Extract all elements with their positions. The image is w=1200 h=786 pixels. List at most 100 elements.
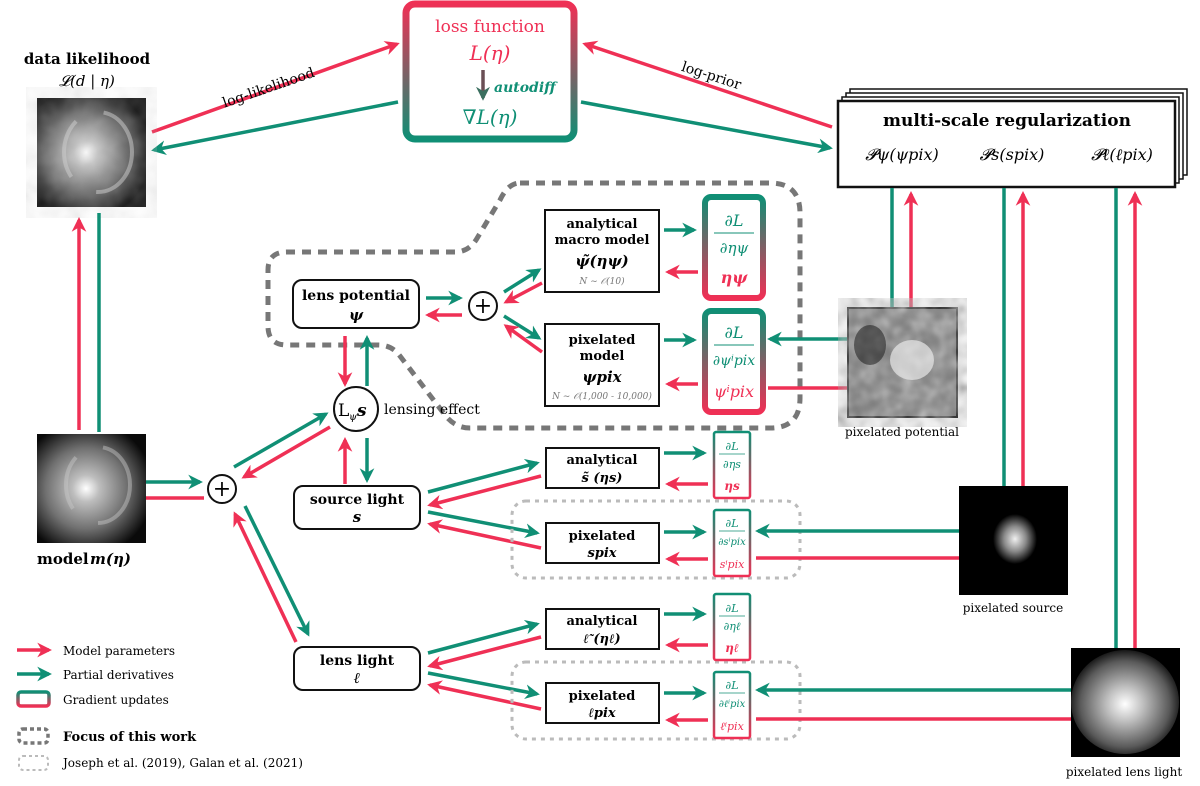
light-dashed-icon	[18, 755, 49, 771]
log-prior-arrow	[582, 40, 833, 129]
prior-work-region-source	[510, 499, 802, 580]
sum-to-lensing-gradient-arrow	[233, 412, 329, 469]
lensing-operator-node: L ψ s	[333, 386, 379, 432]
pixelated-potential-image	[847, 307, 958, 418]
lenslight-to-pixll-gradient-arrow	[427, 671, 540, 699]
prior-gradient-arrow	[580, 100, 833, 154]
model-label: model	[37, 550, 89, 568]
gradient-box-source-pixelated: ∂L ∂sⁱpix sⁱpix	[712, 508, 752, 578]
svg-text:∂L: ∂L	[726, 679, 739, 692]
svg-text:sⁱpix: sⁱpix	[720, 558, 745, 571]
lensing-effect-label: lensing effect	[384, 402, 480, 418]
svg-text:source light: source light	[310, 492, 405, 508]
svg-text:spix: spix	[587, 546, 616, 561]
lenslight-pixelated-box: pixelated ℓpix	[545, 682, 660, 724]
svg-text:ℓ̃ (ηℓ): ℓ̃ (ηℓ)	[583, 632, 620, 647]
source-to-analytic-gradient-arrow	[427, 458, 540, 494]
macro-to-sum-arrow	[503, 281, 543, 304]
svg-text:s: s	[356, 401, 367, 421]
svg-text:L: L	[338, 401, 349, 421]
svg-text:pixelated: pixelated	[569, 333, 636, 348]
svg-text:∂L: ∂L	[725, 323, 744, 342]
svg-text:∂ηψ: ∂ηψ	[720, 239, 749, 257]
loss-function-box: loss function L(η) autodiff ∇L(η)	[402, 0, 578, 143]
svg-text:ℓpix: ℓpix	[588, 706, 616, 721]
prior-term-potential: 𝓟ψ(ψpix)	[865, 145, 939, 164]
legend-item-model-parameters: Model parameters	[17, 642, 175, 658]
svg-text:N ∼ 𝒪(10): N ∼ 𝒪(10)	[578, 276, 625, 287]
pixelated-source-image	[959, 486, 1068, 595]
svg-text:Joseph et al. (2019), Galan et: Joseph et al. (2019), Galan et al. (2021…	[61, 756, 303, 770]
prior-term-source: 𝓟s(spix)	[980, 145, 1045, 164]
svg-text:lens potential: lens potential	[302, 288, 410, 304]
svg-text:pixelated: pixelated	[569, 529, 636, 544]
pixsrc-to-source-arrow	[427, 519, 542, 550]
svg-text:ψ: ψ	[349, 306, 364, 324]
loss-gradient: ∇L(η)	[463, 105, 518, 129]
gradient-box-icon	[16, 690, 51, 708]
svg-text:ηs: ηs	[724, 479, 740, 493]
svg-text:∂L: ∂L	[726, 602, 739, 615]
gradient-box-lenslight-pixelated: ∂L ∂ℓⁱpix ℓⁱpix	[712, 670, 752, 740]
sum-node-potential: +	[468, 291, 498, 321]
svg-text:Partial derivatives: Partial derivatives	[63, 668, 174, 682]
pixll-to-lenslight-arrow	[427, 680, 542, 711]
gradient-box-macro: ∂L ∂ηψ ηψ	[702, 194, 766, 301]
svg-text:macro model: macro model	[555, 233, 650, 248]
model-image	[37, 434, 146, 543]
svg-text:analytical: analytical	[566, 217, 637, 232]
regularization-title: multi-scale regularization	[883, 111, 1131, 131]
lenslight-analytic-box: analytical ℓ̃ (ηℓ)	[545, 608, 660, 650]
svg-text:ψ̃(ηψ): ψ̃(ηψ)	[575, 252, 628, 270]
svg-text:analytical: analytical	[566, 614, 637, 629]
legend-item-prior-work: Joseph et al. (2019), Galan et al. (2021…	[18, 755, 303, 771]
source-analytic-box: analytical s̃ (ηs)	[545, 447, 660, 489]
source-pixelated-box: pixelated spix	[545, 522, 660, 564]
sum-to-pixpot-gradient-arrow	[503, 314, 542, 340]
autodiff-label: autodiff	[494, 80, 558, 96]
svg-text:Model parameters: Model parameters	[63, 644, 175, 658]
svg-text:ℓⁱpix: ℓⁱpix	[720, 720, 744, 733]
lensing-to-sum-arrow	[241, 425, 331, 479]
svg-text:ψpix: ψpix	[582, 368, 622, 386]
svg-text:∂L: ∂L	[726, 517, 739, 530]
loss-expression: L(η)	[469, 41, 511, 65]
observed-data-image	[37, 98, 146, 207]
svg-text:∂sⁱpix: ∂sⁱpix	[718, 537, 746, 548]
lens-light-to-sum-arrow	[233, 511, 298, 643]
log-likelihood-arrow	[151, 41, 400, 134]
legend-item-partial-derivatives: Partial derivatives	[17, 666, 174, 682]
model-expr: m(η)	[90, 550, 131, 568]
regularization-links	[890, 188, 1143, 648]
analytic-to-lenslight-arrow	[427, 635, 542, 671]
lens-light-node: lens light ℓ	[293, 646, 421, 691]
source-light-node: source light s	[293, 485, 421, 530]
svg-text:ηψ: ηψ	[721, 268, 749, 287]
svg-text:Gradient updates: Gradient updates	[63, 693, 169, 707]
pixelated-potential-label: pixelated potential	[845, 425, 959, 439]
data-likelihood-title: data likelihood	[24, 50, 151, 68]
sum-to-macro-gradient-arrow	[503, 268, 542, 294]
source-to-pixsrc-gradient-arrow	[427, 510, 540, 538]
submodel-gradient-arrows	[664, 222, 708, 728]
pixpot-to-sum-arrow	[503, 324, 544, 354]
log-likelihood-label: log-likelihood	[221, 65, 317, 111]
loss-title: loss function	[435, 17, 545, 37]
svg-text:∂L: ∂L	[725, 211, 744, 230]
gradient-box-source-analytic: ∂L ∂ηs ηs	[712, 430, 752, 500]
pixelated-lens-light-image	[1071, 648, 1180, 757]
prior-term-lens-light: 𝓟ℓ(ℓpix)	[1091, 145, 1153, 164]
svg-text:ℓ: ℓ	[354, 669, 360, 687]
pixelated-lens-light-label: pixelated lens light	[1066, 765, 1183, 779]
likelihood-gradient-arrow	[151, 100, 399, 155]
analytic-to-source-arrow	[427, 474, 542, 510]
gradient-box-pixelated-potential: ∂L ∂ψⁱpix ψⁱpix	[702, 308, 766, 415]
svg-text:ηℓ: ηℓ	[725, 641, 739, 655]
svg-text:pixelated: pixelated	[569, 689, 636, 704]
gradient-box-lenslight-analytic: ∂L ∂ηℓ ηℓ	[712, 592, 752, 662]
legend-item-focus: Focus of this work	[17, 727, 197, 745]
sum-to-lens-light-gradient-arrow	[243, 505, 310, 637]
svg-text:Focus of this work: Focus of this work	[63, 730, 197, 745]
svg-text:analytical: analytical	[566, 453, 637, 468]
